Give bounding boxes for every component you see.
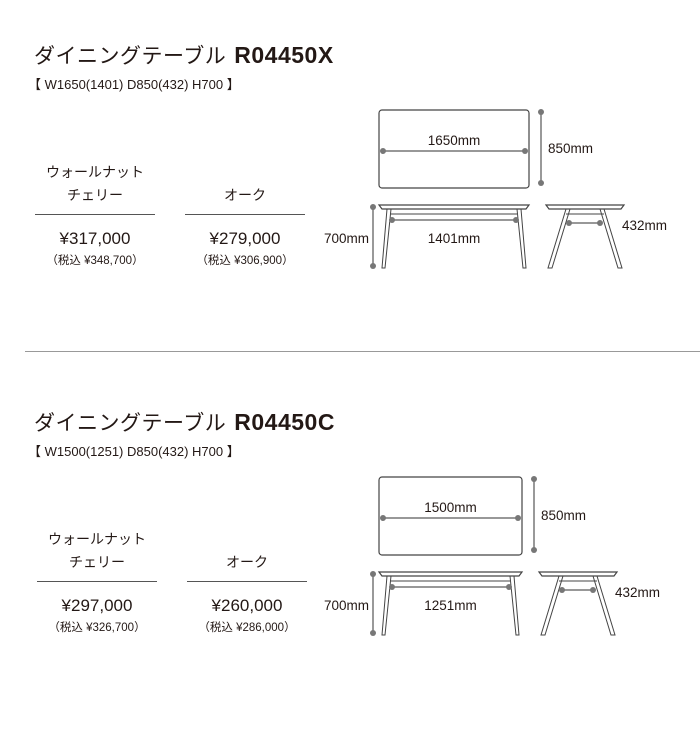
price-tax-included: （税込 ¥326,700） xyxy=(48,622,146,634)
variant-oak: オーク ¥279,000 （税込 ¥306,900） xyxy=(185,162,305,268)
divider xyxy=(185,214,305,215)
dimension-dot xyxy=(531,476,537,482)
inner-width-label: 1251mm xyxy=(424,598,477,613)
divider xyxy=(187,581,307,582)
inner-depth-label: 432mm xyxy=(622,218,667,233)
table-leg xyxy=(547,208,571,269)
table-end-view-top xyxy=(544,204,626,210)
table-side-view-top xyxy=(377,204,531,210)
product-code: R04450X xyxy=(234,42,334,68)
dimension-dot xyxy=(559,587,565,593)
table-leg xyxy=(540,575,564,636)
depth-label: 850mm xyxy=(548,141,593,156)
height-label: 700mm xyxy=(324,231,369,246)
price: ¥317,000 xyxy=(59,229,131,248)
variant-walnut-cherry: ウォールナットチェリー ¥317,000 （税込 ¥348,700） xyxy=(35,162,155,268)
variant-walnut-cherry: ウォールナットチェリー ¥297,000 （税込 ¥326,700） xyxy=(37,529,157,635)
product-title: ダイニングテーブル R04450C xyxy=(34,407,335,437)
price: ¥297,000 xyxy=(61,596,133,615)
product-section-r04450x: ダイニングテーブル R04450X 【 W1650(1401) D850(432)… xyxy=(0,30,700,370)
table-top-view xyxy=(378,476,523,556)
dimension-dot xyxy=(389,217,395,223)
dimension-dot xyxy=(531,547,537,553)
dimension-dot xyxy=(389,584,395,590)
wood-label: オーク xyxy=(224,188,266,204)
dimension-dot xyxy=(538,180,544,186)
product-code: R04450C xyxy=(234,409,335,435)
dimension-dot xyxy=(538,109,544,115)
depth-label: 850mm xyxy=(541,508,586,523)
dimension-dot xyxy=(590,587,596,593)
height-label: 700mm xyxy=(324,598,369,613)
product-dimensions: 【 W1500(1251) D850(432) H700 】 xyxy=(28,444,240,459)
table-leg xyxy=(509,575,520,636)
dimension-diagram: 1500mm 850mm 1251mm 700mm 432mm xyxy=(324,476,660,636)
variant-oak: オーク ¥260,000 （税込 ¥286,000） xyxy=(187,529,307,635)
table-leg xyxy=(592,575,616,636)
product-name: ダイニングテーブル xyxy=(34,44,227,68)
table-leg xyxy=(381,208,392,269)
product-name: ダイニングテーブル xyxy=(34,411,227,435)
section-divider xyxy=(25,351,700,352)
dimension-dot xyxy=(370,571,376,577)
width-label: 1650mm xyxy=(428,133,481,148)
price: ¥279,000 xyxy=(209,229,281,248)
table-leg xyxy=(599,208,623,269)
dimension-dot xyxy=(513,217,519,223)
wood-label: チェリー xyxy=(67,188,123,204)
dimension-diagram: 1650mm 850mm 1401mm 700mm 432mm xyxy=(324,109,667,269)
wood-label: ウォールナット xyxy=(46,165,144,181)
table-side-view-top xyxy=(377,571,524,577)
dimension-dot xyxy=(506,584,512,590)
width-label: 1500mm xyxy=(424,500,477,515)
dimension-dot xyxy=(370,263,376,269)
dimension-dot xyxy=(380,148,386,154)
dimension-dot xyxy=(597,220,603,226)
dimension-dot xyxy=(370,630,376,636)
price-tax-included: （税込 ¥306,900） xyxy=(196,255,294,267)
dimension-dot xyxy=(522,148,528,154)
product-section-r04450c: ダイニングテーブル R04450C 【 W1500(1251) D850(432)… xyxy=(0,397,700,737)
product-dimensions: 【 W1650(1401) D850(432) H700 】 xyxy=(28,77,240,92)
table-leg xyxy=(516,208,527,269)
price-tax-included: （税込 ¥348,700） xyxy=(46,255,144,267)
divider xyxy=(37,581,157,582)
inner-depth-label: 432mm xyxy=(615,585,660,600)
inner-width-label: 1401mm xyxy=(428,231,481,246)
dimension-dot xyxy=(380,515,386,521)
divider xyxy=(35,214,155,215)
dimension-dot xyxy=(566,220,572,226)
product-title: ダイニングテーブル R04450X xyxy=(34,40,334,70)
dimension-dot xyxy=(370,204,376,210)
table-end-view-top xyxy=(537,571,619,577)
price-tax-included: （税込 ¥286,000） xyxy=(198,622,296,634)
dimension-dot xyxy=(515,515,521,521)
table-top-view xyxy=(378,109,530,189)
wood-label: ウォールナット xyxy=(48,532,146,548)
wood-label: チェリー xyxy=(69,555,125,571)
price: ¥260,000 xyxy=(211,596,283,615)
wood-label: オーク xyxy=(226,555,268,571)
table-leg xyxy=(381,575,392,636)
